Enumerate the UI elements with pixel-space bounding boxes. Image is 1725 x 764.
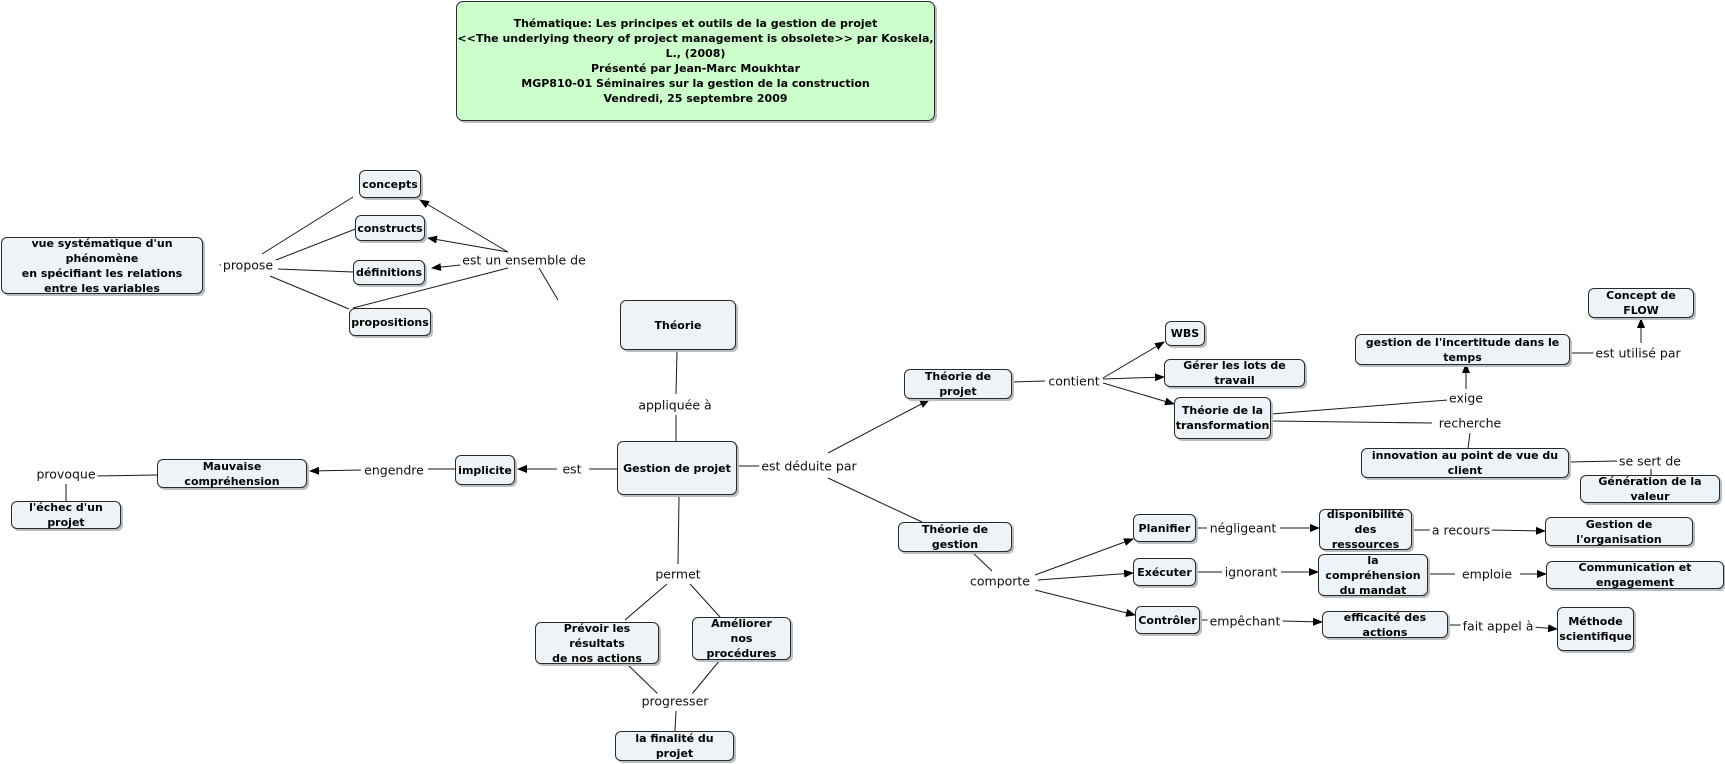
node-theorie[interactable]: Théorie (620, 300, 736, 350)
node-comprehension-mandat[interactable]: la compréhension du mandat (1318, 554, 1428, 597)
node-controler[interactable]: Contrôler (1135, 606, 1200, 634)
link-label-est-deduite-par: est déduite par (759, 458, 859, 474)
connector-line (277, 268, 354, 273)
node-vue-systematique[interactable]: vue systématique d'un phénomène en spéci… (1, 237, 203, 295)
link-label-provoque: provoque (34, 466, 98, 482)
node-finalite-projet[interactable]: la finalité du projet (615, 731, 734, 761)
connector-line (275, 227, 359, 261)
node-efficacite-actions[interactable]: efficacité des actions (1322, 611, 1448, 639)
node-wbs[interactable]: WBS (1165, 321, 1205, 346)
title-line: Présenté par Jean-Marc Moukhtar (591, 62, 800, 75)
link-label-est: est (560, 461, 584, 477)
link-label-empechant: empêchant (1207, 613, 1283, 629)
node-echec-projet[interactable]: l'échec d'un projet (11, 501, 121, 529)
link-label-ignorant: ignorant (1222, 564, 1280, 580)
connector-arrow (1102, 382, 1175, 406)
node-constructs[interactable]: constructs (355, 215, 425, 241)
link-label-comporte: comporte (967, 573, 1033, 589)
connector-line (626, 663, 659, 695)
connector-line (352, 267, 509, 309)
node-gerer-lots[interactable]: Gérer les lots de travail (1164, 359, 1305, 387)
link-label-progresser: progresser (639, 693, 711, 709)
connector-arrow (1102, 341, 1165, 379)
node-generation-valeur[interactable]: Génération de la valeur (1580, 475, 1720, 503)
link-label-engendre: engendre (362, 462, 426, 478)
link-label-contient: contient (1046, 373, 1102, 389)
node-ameliorer-procedures[interactable]: Améliorer nos procédures (692, 617, 791, 660)
connector-line (261, 196, 354, 255)
connector-arrow (1532, 624, 1558, 633)
connector-line (1011, 380, 1046, 383)
node-concepts[interactable]: concepts (359, 170, 421, 198)
node-mauvaise-comprehension[interactable]: Mauvaise compréhension (157, 459, 307, 488)
link-label-permet: permet (653, 566, 703, 582)
node-theorie-de-projet[interactable]: Théorie de projet (904, 369, 1012, 399)
node-theorie-de-gestion[interactable]: Théorie de gestion (898, 522, 1012, 552)
connector-line (1467, 432, 1471, 449)
connector-line (675, 351, 678, 395)
connector-line (691, 659, 721, 695)
link-label-est-utilise-par: est utilisé par (1593, 345, 1683, 361)
title-line: MGP810-01 Séminaires sur la gestion de l… (521, 77, 870, 90)
link-label-recherche: recherche (1436, 415, 1504, 431)
title-line: <<The underlying theory of project manag… (457, 32, 934, 60)
connector-arrow (1489, 526, 1546, 535)
node-methode-scientifique[interactable]: Méthode scientifique (1557, 607, 1634, 651)
connector-line (1270, 399, 1449, 415)
title-box: Thématique: Les principes et outils de l… (456, 1, 935, 121)
connector-arrow (309, 466, 362, 475)
connector-arrow (1037, 569, 1134, 581)
connector-line (689, 583, 721, 618)
node-planifier[interactable]: Planifier (1133, 514, 1196, 542)
connector-arrow (419, 199, 509, 253)
connector-line (93, 474, 158, 477)
node-disponibilite-ressources[interactable]: disponibilité des ressources (1319, 508, 1412, 551)
node-gestion-de-projet[interactable]: Gestion de projet (617, 441, 737, 495)
connector-line (1271, 420, 1433, 424)
connector-line (1568, 460, 1619, 463)
connector-arrow (827, 399, 930, 454)
node-definitions[interactable]: définitions (353, 260, 425, 285)
connector-arrow (1281, 617, 1323, 626)
connector-line (677, 496, 680, 565)
connector-arrow (1102, 373, 1165, 382)
link-label-negligeant: négligeant (1207, 520, 1279, 536)
title-line: Vendredi, 25 septembre 2009 (603, 92, 788, 105)
connector-line (269, 275, 350, 310)
node-prevoir-resultats[interactable]: Prévoir les résultats de nos actions (535, 622, 659, 665)
node-implicite[interactable]: implicite (455, 455, 515, 485)
node-propositions[interactable]: propositions (349, 308, 431, 336)
link-label-propose: propose (220, 257, 276, 273)
node-gestion-organisation[interactable]: Gestion de l'organisation (1545, 517, 1693, 546)
link-label-est-ensemble-de: est un ensemble de (460, 252, 588, 268)
connector-arrow (427, 235, 509, 253)
connector-line (624, 583, 668, 621)
node-theorie-transformation[interactable]: Théorie de la transformation (1174, 397, 1271, 439)
title-line: Thématique: Les principes et outils de l… (513, 17, 878, 30)
connector-arrow (1034, 538, 1134, 576)
node-executer[interactable]: Exécuter (1133, 558, 1196, 586)
connector-line (971, 551, 993, 572)
node-communication-engagement[interactable]: Communication et engagement (1546, 561, 1724, 589)
connector-line (674, 710, 677, 732)
link-label-fait-appel-a: fait appel à (1460, 618, 1536, 634)
link-label-a-recours: a recours (1429, 522, 1493, 538)
node-innovation-client[interactable]: innovation au point de vue du client (1361, 448, 1569, 478)
link-label-se-sert-de: se sert de (1616, 453, 1684, 469)
node-concept-flow[interactable]: Concept de FLOW (1588, 288, 1694, 318)
node-gestion-incertitude[interactable]: gestion de l'incertitude dans le temps (1355, 334, 1570, 365)
connector-line (827, 477, 923, 523)
link-label-emploie: emploie (1459, 566, 1515, 582)
connector-arrow (1034, 589, 1136, 617)
connector-line (538, 267, 559, 301)
link-label-appliquee-a: appliquée à (636, 397, 714, 413)
link-label-exige: exige (1447, 390, 1485, 406)
